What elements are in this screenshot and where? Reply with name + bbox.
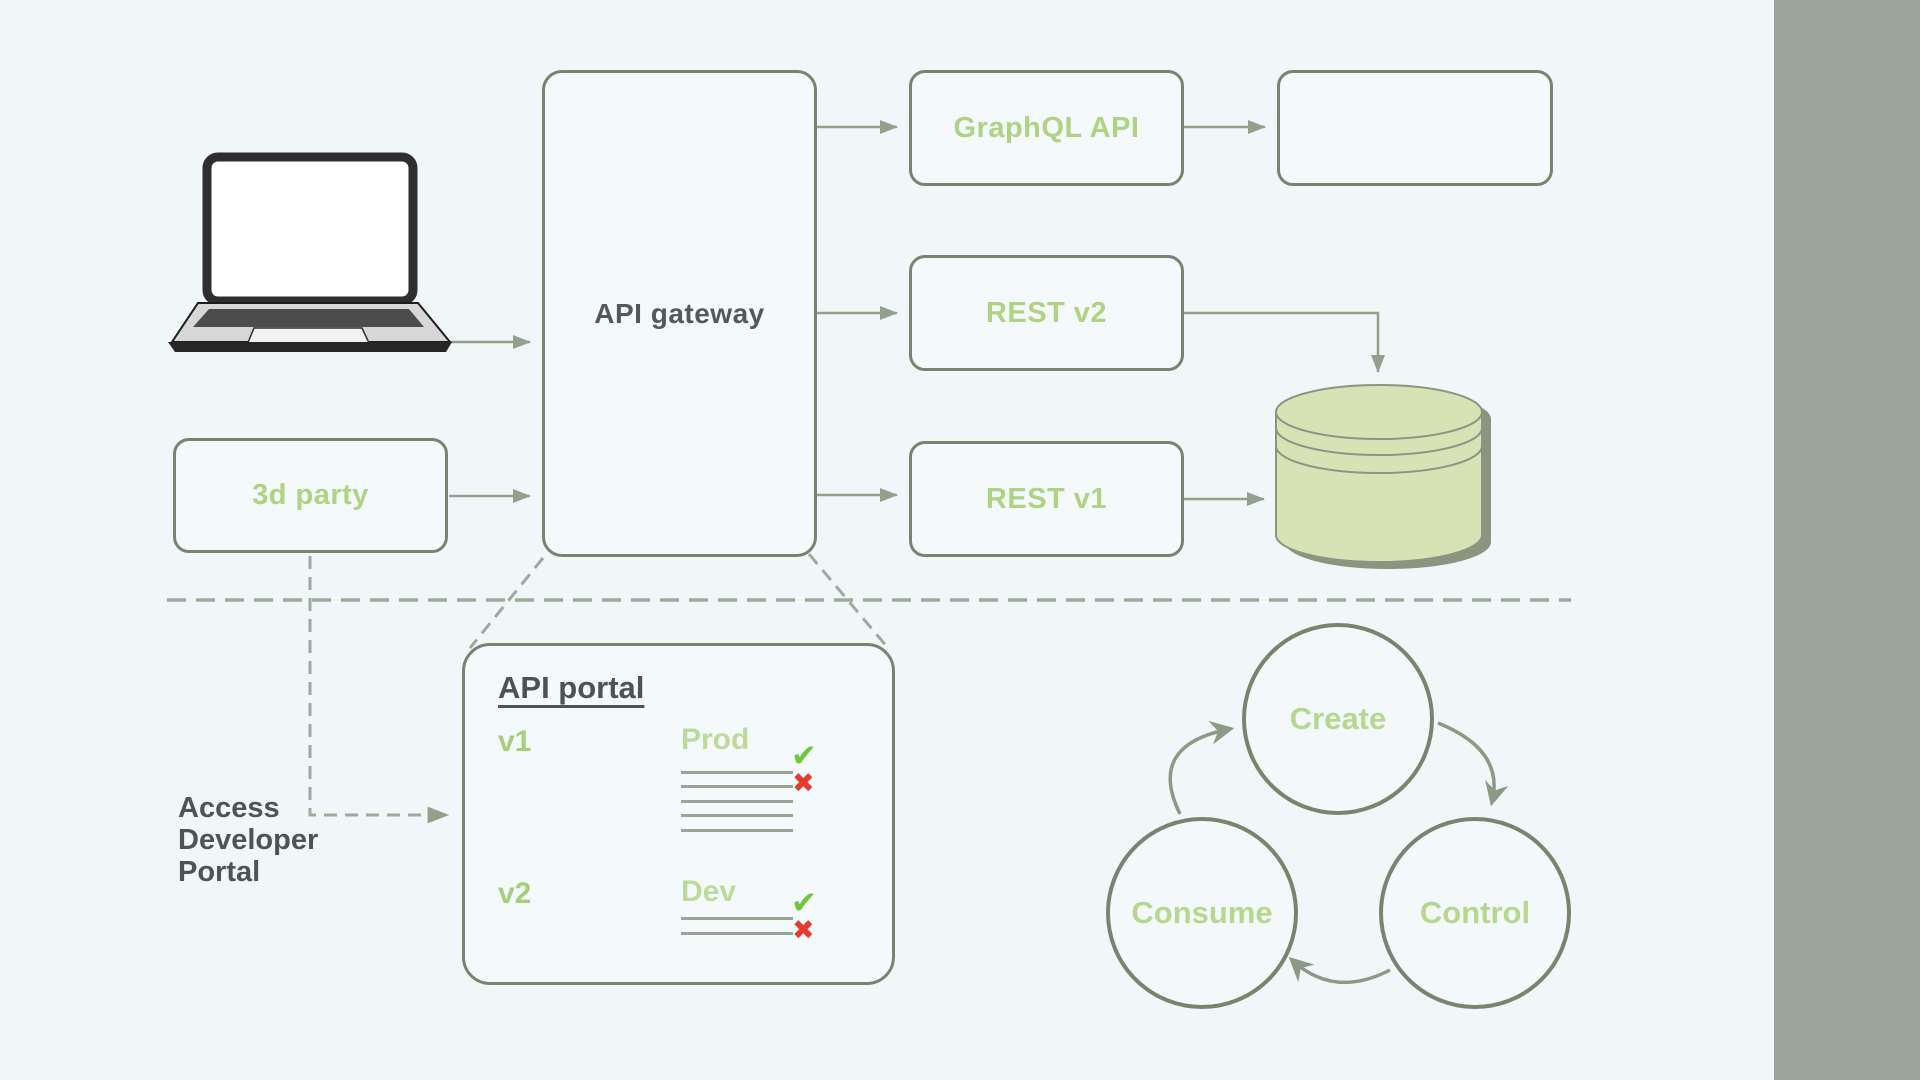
access-developer-portal-note: Access Developer Portal — [178, 792, 318, 888]
arrow-control-to-consume — [1288, 957, 1391, 985]
dashed-lines — [167, 553, 1571, 824]
control-circle: Control — [1379, 817, 1571, 1009]
check-icon: ✔ — [791, 885, 817, 920]
create-circle: Create — [1242, 623, 1434, 815]
empty-service-box — [1277, 70, 1553, 186]
rest-v1-label: REST v1 — [985, 482, 1108, 515]
cross-icon: ✖ — [792, 768, 815, 798]
connector-restv2-to-database — [1184, 311, 1385, 373]
laptop-keyboard — [193, 309, 424, 327]
doc-line — [681, 814, 793, 817]
doc-line — [681, 785, 793, 788]
consume-circle: Consume — [1106, 817, 1298, 1009]
graphql-api-box: GraphQL API — [909, 70, 1184, 186]
api-gateway-label: API gateway — [594, 297, 765, 329]
doc-line — [681, 932, 793, 935]
create-label: Create — [1289, 701, 1387, 736]
database-band-2 — [1275, 445, 1483, 474]
right-edge-panel — [1774, 0, 1920, 1080]
cycle-arrows — [1168, 720, 1509, 985]
api-portal-title: API portal — [498, 670, 645, 705]
zoom-guide-left — [468, 557, 545, 649]
control-label: Control — [1419, 895, 1531, 930]
graphql-api-label: GraphQL API — [953, 111, 1140, 144]
laptop-illustration — [168, 152, 453, 352]
doc-line — [681, 800, 793, 803]
solid-connectors — [449, 120, 1385, 506]
api-gateway-box: API gateway — [542, 70, 817, 557]
api-portal-box: API portal v1 Prod ✔ ✖ v2 Dev ✔ ✖ — [462, 643, 895, 985]
version-v1-label: v1 — [498, 725, 532, 758]
rest-v2-label: REST v2 — [985, 296, 1108, 329]
rest-v1-box: REST v1 — [909, 441, 1184, 557]
third-party-label: 3d party — [252, 479, 369, 511]
database-top — [1275, 384, 1483, 440]
cross-icon: ✖ — [792, 915, 815, 945]
doc-line — [681, 917, 793, 920]
third-party-box: 3d party — [173, 438, 448, 553]
doc-line — [681, 829, 793, 832]
consume-label: Consume — [1131, 895, 1273, 930]
doc-line — [681, 771, 793, 774]
note-line-3: Portal — [178, 856, 261, 888]
check-icon: ✔ — [791, 738, 817, 773]
database-band-1 — [1275, 427, 1483, 456]
rest-v2-box: REST v2 — [909, 255, 1184, 371]
dashed-connector-thirdparty-to-portal — [308, 556, 450, 824]
version-v2-label: v2 — [498, 877, 532, 910]
database-body — [1275, 412, 1483, 563]
database-cylinder — [1275, 384, 1491, 569]
laptop-bottom-edge — [168, 342, 452, 352]
laptop-screen — [202, 152, 418, 306]
stage-prod-label: Prod — [681, 723, 750, 756]
note-line-1: Access — [178, 792, 280, 824]
stage-dev-label: Dev — [681, 875, 737, 908]
note-line-2: Developer — [178, 824, 319, 856]
arrow-create-to-control — [1437, 721, 1509, 807]
arrow-consume-to-create — [1168, 720, 1235, 815]
